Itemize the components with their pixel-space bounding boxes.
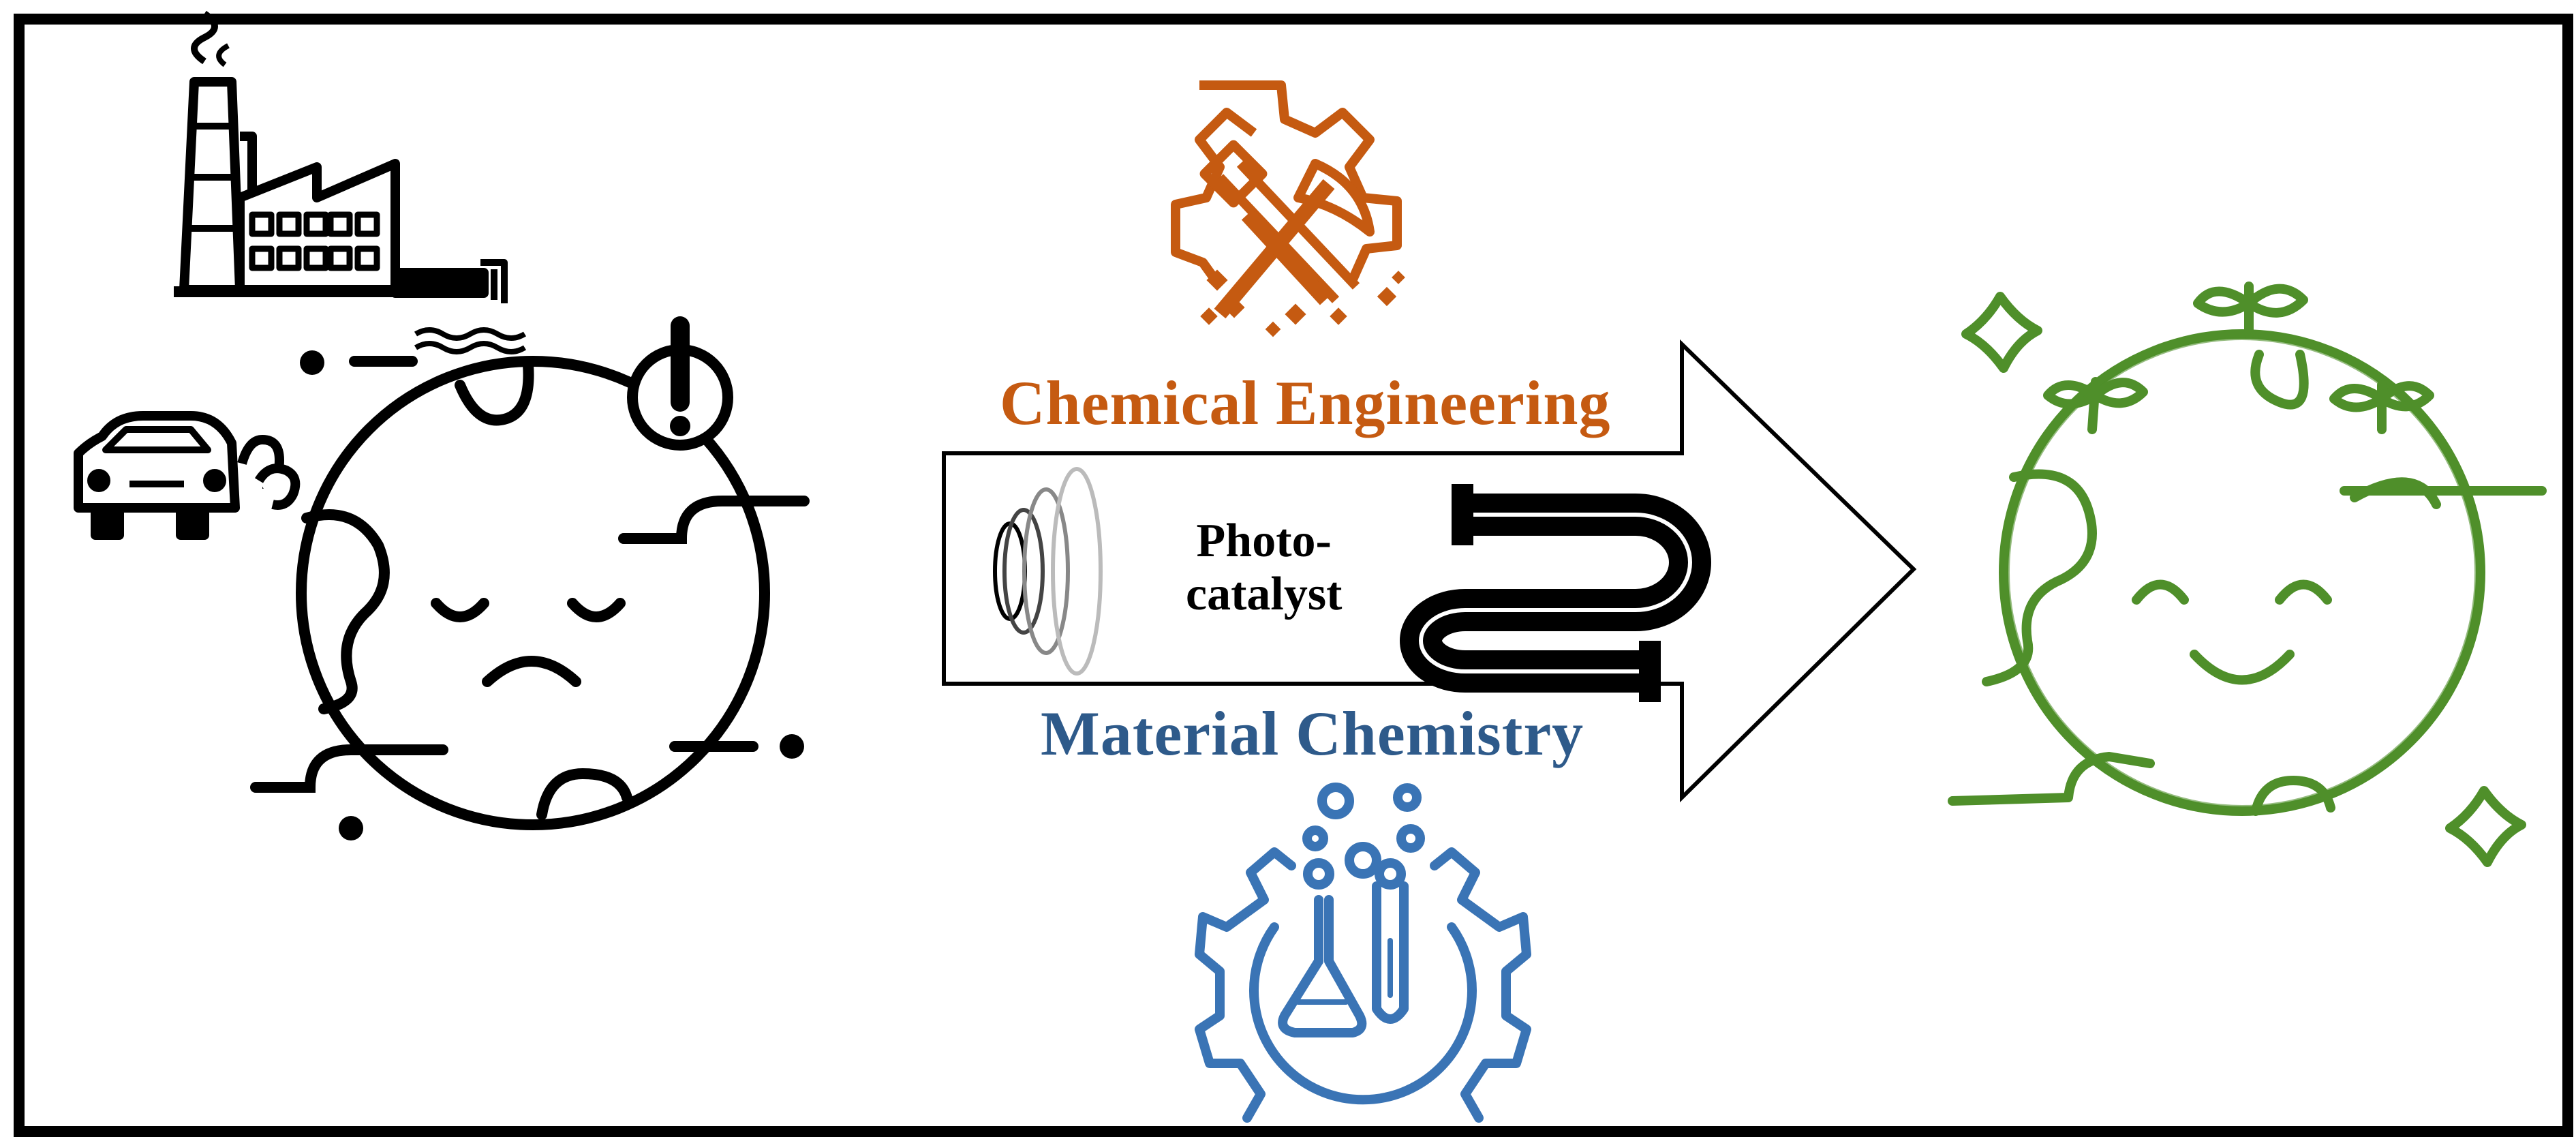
gear-hammer-pickaxe-icon — [1171, 80, 1402, 319]
factory-icon — [174, 10, 508, 303]
cars-icon — [74, 411, 301, 540]
process-arrow — [942, 339, 1917, 803]
light-wave-rings-icon — [993, 467, 1103, 676]
happy-earth-sprouts-icon — [1948, 282, 2547, 867]
pollution-dots — [300, 350, 804, 840]
photocatalyst-line-1: Photo- — [1196, 515, 1332, 567]
chemical-engineering-label: Chemical Engineering — [1000, 368, 1611, 438]
serpentine-tube-reactor-icon — [1400, 484, 1711, 702]
photocatalyst-line-2: catalyst — [1186, 568, 1343, 621]
sad-earth-icon — [250, 356, 810, 830]
material-chemistry-label: Material Chemistry — [1041, 699, 1584, 768]
warning-icon — [627, 316, 733, 451]
polluted-water-icon — [414, 327, 527, 354]
photocatalyst-label: Photo- catalyst — [1186, 515, 1342, 622]
gear-flask-test-tube-icon — [1195, 783, 1531, 1123]
